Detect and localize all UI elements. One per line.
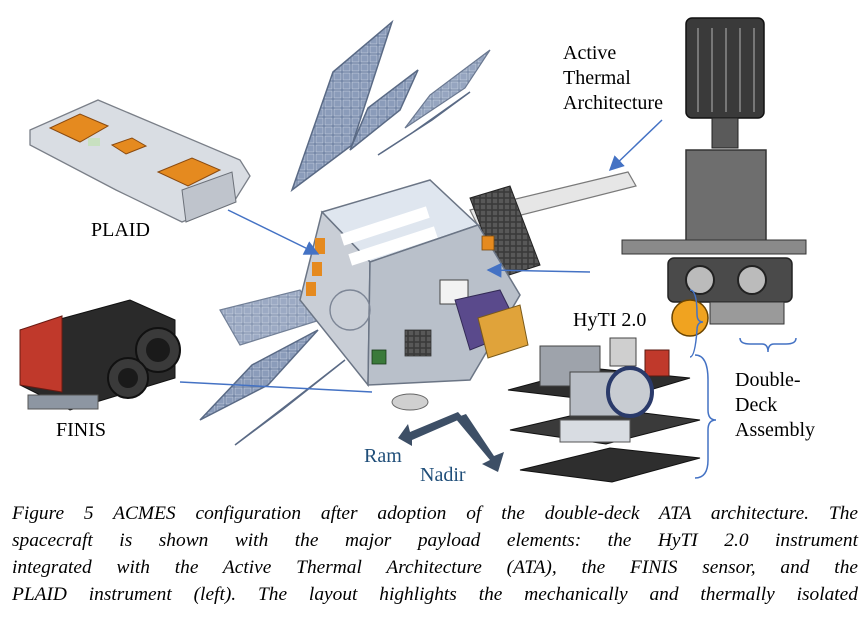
figure-caption: Figure 5 ACMES configuration after adopt…: [12, 500, 858, 608]
label-hyti: HyTI 2.0: [573, 309, 646, 331]
solar-array-lower-left-2: [234, 359, 346, 446]
label-active-thermal-1: Active: [563, 42, 616, 64]
label-nadir: Nadir: [420, 464, 466, 486]
solar-array-upper-left: [290, 19, 419, 193]
finis-sensor: [19, 299, 181, 411]
caption-line-1: Figure 5 ACMES configuration after adopt…: [12, 503, 858, 524]
double-deck-assembly: [507, 337, 701, 483]
caption-line-2: spacecraft is shown with the major paylo…: [12, 530, 858, 551]
ram-nadir-arrows: [398, 412, 504, 472]
solar-array-lower-left: [199, 289, 321, 421]
label-double-deck-3: Assembly: [735, 419, 815, 441]
plaid-instrument: [29, 99, 251, 223]
solar-array-upper-right: [377, 49, 491, 156]
thermal-radiator-boom: [469, 171, 637, 279]
acmes-configuration-diagram: PLAID FINIS Active Thermal Architecture …: [19, 17, 815, 486]
caption-line-4: PLAID instrument (left). The layout high…: [12, 584, 858, 605]
label-active-thermal-3: Architecture: [563, 92, 663, 114]
leader-lines: [179, 119, 797, 479]
label-plaid: PLAID: [91, 219, 150, 241]
active-thermal-architecture: [621, 17, 807, 337]
label-double-deck-1: Double-: [735, 369, 801, 391]
caption-line-3: integrated with the Active Thermal Archi…: [12, 557, 858, 578]
spacecraft-bus: [299, 179, 529, 411]
label-finis: FINIS: [56, 419, 106, 441]
label-double-deck-2: Deck: [735, 394, 777, 416]
label-active-thermal-2: Thermal: [563, 67, 631, 89]
label-ram: Ram: [364, 445, 402, 467]
